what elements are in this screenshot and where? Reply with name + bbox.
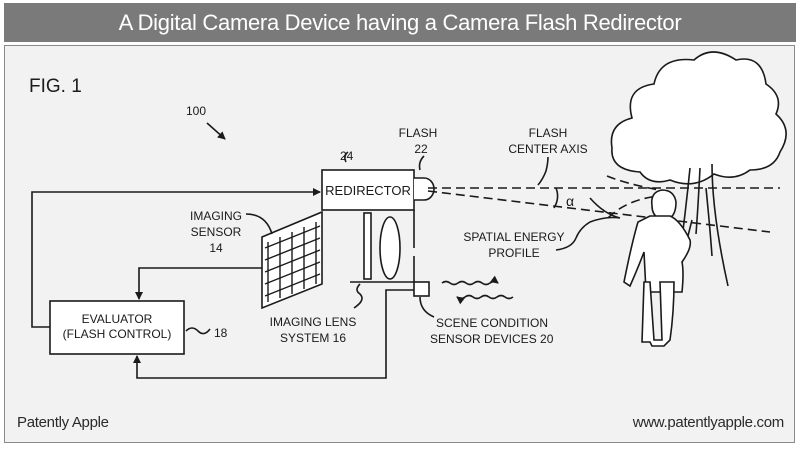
- scene-sensor-to-evaluator-line: [133, 289, 414, 379]
- flash-axis-label-line1: FLASH: [529, 126, 568, 140]
- imaging-sensor-label-line1: IMAGING: [190, 209, 242, 223]
- redirector-ref-leader: [344, 151, 349, 163]
- spatial-energy-label-line1: SPATIAL ENERGY: [463, 230, 564, 244]
- axis-ref-leader: [537, 156, 549, 186]
- flash-ref-leader: [418, 155, 425, 171]
- filter-plate: [363, 212, 372, 280]
- spatial-energy-lobe: [575, 197, 621, 239]
- sensor-ref-leader: [245, 213, 273, 235]
- redirector-label: REDIRECTOR: [325, 183, 411, 198]
- flash-beam-edge: [427, 190, 771, 233]
- flash-label-line2: 22: [414, 142, 428, 156]
- scene-condition-sensor: [413, 281, 430, 297]
- page-title: A Digital Camera Device having a Camera …: [4, 3, 796, 42]
- person-figure: [623, 189, 692, 347]
- redirector-block: [321, 169, 415, 211]
- evaluator-label-line1: EVALUATOR: [82, 312, 153, 326]
- system-pointer-arrow: [206, 122, 226, 140]
- footer-brand: Patently Apple: [17, 414, 109, 431]
- emitted-signal-wave: [441, 275, 499, 286]
- lens-label-line1: IMAGING LENS: [270, 315, 357, 329]
- evaluator-block: [49, 300, 185, 355]
- alpha-angle-arc: [553, 187, 559, 209]
- lens-ref-leader: [353, 283, 363, 309]
- flash-axis-label-line2: CENTER AXIS: [508, 142, 587, 156]
- spatial-ref-leader: [555, 237, 577, 251]
- lens-element: [379, 216, 401, 280]
- evaluator-ref-leader: [185, 327, 211, 335]
- sensor-grid: [264, 222, 321, 302]
- reflected-signal-wave: [456, 294, 514, 305]
- evaluator-ref-label: 18: [214, 326, 228, 340]
- flash-label-line1: FLASH: [399, 126, 438, 140]
- redirector-ref-label: 24: [340, 149, 354, 163]
- spatial-energy-label-line2: PROFILE: [488, 246, 539, 260]
- alpha-label: α: [566, 193, 574, 209]
- system-ref-label: 100: [186, 104, 206, 118]
- figure-label: FIG. 1: [29, 76, 82, 97]
- lens-label-line2: SYSTEM 16: [280, 331, 346, 345]
- flash-unit: [414, 177, 435, 201]
- imaging-sensor-label-line3: 14: [209, 241, 223, 255]
- imaging-sensor-label-line2: SENSOR: [191, 225, 242, 239]
- sensor-to-evaluator-line: [135, 267, 262, 300]
- evaluator-label-line2: (FLASH CONTROL): [63, 327, 172, 341]
- footer-url[interactable]: www.patentlyapple.com: [632, 414, 785, 431]
- scene-sensor-label-line1: SCENE CONDITION: [436, 316, 548, 330]
- tree-canopy: [610, 51, 787, 185]
- scene-sensor-label-line2: SENSOR DEVICES 20: [430, 332, 554, 346]
- flash-beams: [427, 175, 780, 233]
- scene-ref-leader: [419, 296, 435, 318]
- evaluator-to-redirector-line: [31, 188, 321, 328]
